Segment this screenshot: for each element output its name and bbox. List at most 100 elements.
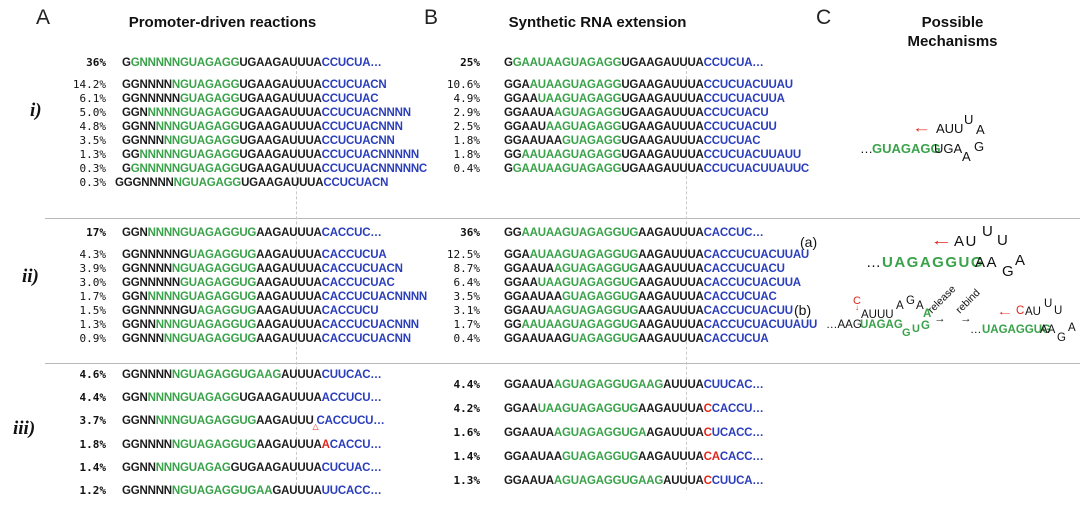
sequence-segment-k: GGNNNNN: [122, 93, 181, 105]
abundance-percent: 1.7%: [79, 290, 107, 303]
rna-sequence: GGAAUAAGUAGAGGUGAAGAUUUACCACCU…: [504, 403, 764, 415]
sequence-segment-k: GAUUUA: [272, 484, 322, 497]
sequence-row: 25%GGAAUAAGUAGAGGUGAAGAUUUACCUCUA…: [430, 56, 809, 70]
rna-sequence: GGAAUAAGUAGAGGUGAAGAUUUACACCUC…: [504, 227, 764, 239]
rna-sequence: GGAAUAAGUAGAGGUGAAGAUUUACCUCUACU: [504, 107, 769, 119]
rna-sequence: GGAAUAAGUAGAGGUGAAGAUUUACCUCUACUUA: [504, 93, 785, 105]
sequence-segment-k: GGAAUAA: [504, 451, 563, 463]
sequence-row: 8.7%GGAAUAAGUAGAGGUGAAGAUUUACACCUCUACU: [430, 262, 817, 276]
rebind-arrow-icon: →: [960, 313, 972, 325]
sequence-segment-g: UAGAGGUG: [570, 333, 639, 345]
red-arrow-icon: ←: [930, 232, 955, 249]
sequence-row: 1.4%GGAAUAAGUAGAGGUGAAGAUUUACACACC…: [430, 450, 764, 474]
sequence-row: 1.8%GGAAUAAGUAGAGGUGAAGAUUUACCUCUAC: [430, 134, 809, 148]
sequence-segment-g: UAGAGGUG: [188, 249, 257, 261]
sequence-segment-k: UGAAGAUUUA: [621, 163, 704, 175]
sequence-row: 1.2%GGNNNNNGUAGAGGUGAAGAUUUAUUCACC…: [40, 484, 385, 507]
rna-sequence: GGNNNNNGUAGAGGUGAAGAUUUACCUCUACNNNNNC: [122, 163, 427, 175]
sequence-segment-b: CCUCUACUUAUUC: [703, 163, 810, 175]
sequence-segment-g: GUAGAGGUG: [562, 451, 639, 463]
sequence-segment-b: CACCUCUA: [321, 249, 387, 261]
rna-sequence: GGNNNNNGUAGAGGUGAAGAUUUACCUCUA…: [122, 57, 382, 69]
sequence-row: 3.1%GGAAUAAGUAGAGGUGAAGAUUUACACCUCUACUU: [430, 304, 817, 318]
sequence-row: 2.5%GGAAUAAGUAGAGGUGAAGAUUUACCUCUACUU: [430, 120, 809, 134]
mechanism-letter: G: [921, 320, 930, 332]
rna-sequence: GGAAUAAGUAGAGGUGAAGAUUUACCUCUACUUAUUC: [504, 163, 809, 175]
sequence-segment-k: UGAAGAUUUA: [239, 149, 322, 161]
mechanism-letter: A: [1015, 252, 1027, 269]
sequence-segment-g: GUAGAGGUG: [180, 277, 257, 289]
rna-sequence: GGNNNNNGUAGAGGUGAAGAUUUACUUCAC…: [122, 369, 382, 381]
sequence-row: 4.4%GGNNNNNGUAGAGGUGAAGAUUUAACCUCU…: [40, 391, 385, 414]
sequence-segment-k: AAGAUUUA: [638, 451, 704, 463]
sequence-segment-g: NGUAGAGG: [171, 79, 240, 91]
sequence-segment-k: GGAAUA: [504, 379, 554, 391]
abundance-percent: 1.6%: [453, 426, 481, 439]
abundance-percent: 36%: [460, 226, 480, 239]
sequence-row: 1.5%GGNNNNNGUAGAGGUGAAGAUUUACACCUCU: [40, 304, 427, 318]
sequence-segment-r: CA: [703, 451, 720, 463]
sequence-row: 5.0%GGNNNNNGUAGAGGUGAAGAUUUACCUCUACNNNN: [40, 106, 427, 120]
mechanism-letter: AUUU: [861, 309, 894, 321]
mechanism-letter: release: [925, 283, 959, 316]
rna-sequence: GGNNNNNGUAGAGGUGAAGAUUUAACCUCU…: [122, 392, 382, 404]
sequence-segment-k: GUGAAGAUUUA: [230, 461, 322, 474]
sequence-segment-b: CACCUCUAC: [703, 291, 777, 303]
sequence-segment-b: CACCUCUACUUAUU: [703, 319, 818, 331]
sequence-segment-b: CACCUC…: [321, 227, 382, 239]
sequence-segment-k: GGAA: [504, 403, 538, 415]
abundance-percent: 3.5%: [79, 134, 107, 147]
sequence-segment-g: NNNGUAGAGGUG: [155, 319, 257, 331]
sequence-segment-k: AAGAUUUA: [256, 227, 322, 239]
sequence-segment-b: CCUCUA…: [703, 57, 764, 69]
rna-sequence: GGAAUAAGUAGAGGUGAAGAUUUACCUUCA…: [504, 475, 764, 487]
panel-b-letter: B: [424, 6, 439, 29]
sequence-row: 4.2% GGAAUAAGUAGAGGUGAAGAUUUACCACCU…: [430, 402, 764, 426]
sequence-segment-k: GGNNNNNGU: [122, 305, 197, 317]
mechanism-letter: G: [1057, 332, 1066, 344]
sequence-row: 3.5%GGNNNNNGUAGAGGUGAAGAUUUACCUCUACNN: [40, 134, 427, 148]
mechanism-letter: UAGAGGUG: [982, 324, 1051, 336]
sequence-list-a-ii: 17%GGNNNNNGUAGAGGUGAAGAUUUACACCUC…4.3%GG…: [40, 226, 428, 346]
abundance-percent: 6.1%: [79, 92, 107, 105]
sequence-segment-k: AAGAUUUA: [638, 277, 704, 289]
sequence-segment-k: AAGAUUUA: [638, 319, 704, 331]
sequence-row: 14.2%GGNNNNNGUAGAGGUGAAGAUUUACCUCUACN: [40, 78, 427, 92]
sequence-row: 6.4%GGAAUAAGUAGAGGUGAAGAUUUACACCUCUACUUA: [430, 276, 817, 290]
sequence-segment-g: NNNGUAGAG: [155, 461, 231, 474]
sequence-row: 4.8%GGNNNNNGUAGAGGUGAAGAUUUACCUCUACNNN: [40, 120, 427, 134]
sequence-segment-k: GGAAUAA: [504, 291, 563, 303]
sequence-row: 10.6%GGAAUAAGUAGAGGUGAAGAUUUACCUCUACUUAU: [430, 78, 809, 92]
rna-sequence: GGAAUAAGUAGAGGUGAAGAUUUACACACC…: [504, 451, 764, 463]
rna-sequence: GGNNNNNGUAGAGGUGAAGAUUUACCUCUACNNN: [122, 121, 403, 133]
release-arrow-icon: →: [934, 313, 946, 325]
sequence-segment-k: UGAAGAUUUA: [241, 177, 324, 189]
abundance-percent: 1.4%: [79, 460, 107, 474]
rna-sequence: GGNNNNNGUAGAGGUGAAGAUUUACACCUC…: [122, 227, 382, 239]
abundance-percent: 1.8%: [453, 134, 481, 147]
sequence-segment-k: AAGAUUUA: [638, 227, 704, 239]
insertion-arrow-icon: ↓: [855, 303, 859, 312]
sequence-segment-r: A: [321, 438, 330, 451]
sequence-segment-r: C: [703, 403, 712, 415]
abundance-percent: 4.2%: [453, 402, 481, 415]
sequence-row: 1.4%GGNNNNNGUAGAGGUGAAGAUUUACUCUAC…: [40, 461, 385, 484]
sequence-segment-k: GGN: [122, 107, 148, 119]
sequence-segment-k: AAGAUUUA: [256, 249, 322, 261]
sequence-segment-r: C: [703, 427, 712, 439]
sequence-segment-k: UGAAGAUUUA: [621, 93, 704, 105]
sequence-row: 0.4%GGAAUAAGUAGAGGUGAAGAUUUACACCUCUA: [430, 332, 817, 346]
sequence-segment-k: GGNNNN: [122, 438, 172, 451]
sequence-segment-k: AAGAUUUA: [638, 249, 704, 261]
sequence-row: 36%GGNNNNNGUAGAGGUGAAGAUUUACCUCUA…: [40, 56, 427, 70]
panel-b-title: Synthetic RNA extension: [508, 14, 687, 31]
sequence-segment-k: AUUUA: [663, 379, 704, 391]
sequence-segment-k: GGNN: [122, 461, 156, 474]
mechanism-letter: GUAGAGG: [872, 141, 941, 156]
mechanism-letter: A: [923, 308, 932, 320]
sequence-list-b-i: 25%GGAAUAAGUAGAGGUGAAGAUUUACCUCUA… 10.6%G…: [430, 56, 809, 176]
sequence-segment-k: GGNNNN: [122, 484, 172, 497]
mechanism-letter: C: [853, 295, 861, 307]
sequence-segment-b: UCACC…: [711, 427, 764, 439]
sequence-segment-b: CACCUC…: [703, 227, 764, 239]
